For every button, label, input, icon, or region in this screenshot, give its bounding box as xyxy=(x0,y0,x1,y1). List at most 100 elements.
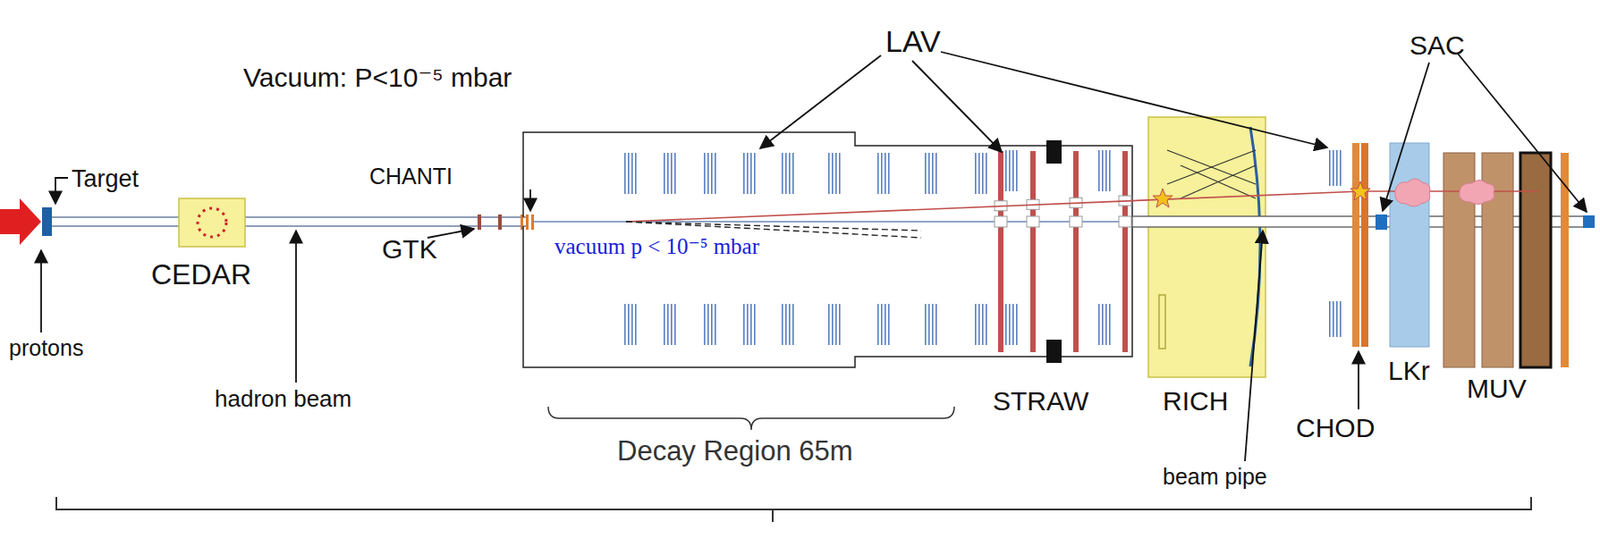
part-name: SAC xyxy=(1409,30,1465,60)
drawing-part xyxy=(1069,216,1083,228)
drawing-part xyxy=(1046,140,1062,164)
drawing-part xyxy=(178,198,246,247)
drawing-part xyxy=(788,304,791,346)
drawing-part xyxy=(928,152,931,195)
drawing-part xyxy=(835,152,838,195)
drawing-part xyxy=(1073,151,1079,353)
drawing-part xyxy=(1459,180,1495,205)
drawing-part xyxy=(1332,150,1335,187)
drawing-part xyxy=(663,152,666,195)
part-name: RICH xyxy=(1162,386,1228,416)
drawing-part xyxy=(1101,150,1104,192)
drawing-part xyxy=(667,304,669,346)
drawing-part xyxy=(985,152,988,195)
drawing-part xyxy=(994,216,1008,228)
drawing-part xyxy=(1015,150,1018,192)
drawing-part xyxy=(978,152,981,195)
drawing-part xyxy=(624,304,627,346)
drawing-part xyxy=(1357,351,1360,410)
drawing-part xyxy=(667,152,669,195)
drawing-part xyxy=(529,189,532,212)
drawing-part xyxy=(498,214,502,230)
drawing-part xyxy=(1339,150,1342,187)
part-name: CHOD xyxy=(1295,413,1375,443)
drawing-part xyxy=(533,220,1133,223)
drawing-part xyxy=(674,152,677,195)
drawing-part xyxy=(743,304,745,346)
drawing-part xyxy=(743,152,745,195)
drawing-part xyxy=(1101,304,1104,346)
drawing-part xyxy=(828,152,830,195)
drawing-part xyxy=(670,152,673,195)
drawing-part xyxy=(831,304,834,346)
drawing-part xyxy=(531,214,534,230)
drawing-part xyxy=(1030,151,1036,353)
drawing-part xyxy=(1350,181,1371,201)
drawing-part xyxy=(838,152,841,195)
drawing-part xyxy=(924,304,927,346)
drawing-part xyxy=(940,51,1328,148)
part-name: MUV xyxy=(1466,373,1527,404)
note: vacuum p < 10⁻⁵ mbar xyxy=(554,234,760,260)
drawing-part xyxy=(1026,216,1040,228)
drawing-part xyxy=(525,214,529,230)
drawing-part xyxy=(912,60,1002,153)
drawing-part xyxy=(831,152,834,195)
drawing-part xyxy=(624,152,627,195)
drawing-part xyxy=(781,152,784,195)
drawing-part xyxy=(884,304,887,346)
drawing-part xyxy=(924,152,927,195)
drawing-part xyxy=(1118,216,1132,228)
drawing-part xyxy=(42,207,52,237)
drawing-part xyxy=(1361,190,1539,193)
drawing-part xyxy=(978,304,981,346)
drawing-part xyxy=(711,304,713,346)
drawing-part xyxy=(1382,62,1430,212)
drawing-part xyxy=(785,304,788,346)
part-name: protons xyxy=(8,336,84,362)
drawing-part xyxy=(974,304,977,346)
drawing-part xyxy=(1329,150,1331,187)
drawing-part xyxy=(888,304,890,346)
drawing-part xyxy=(1005,150,1008,192)
drawing-part xyxy=(707,304,710,346)
drawing-part xyxy=(1329,301,1331,338)
drawing-part xyxy=(746,304,749,346)
drawing-part xyxy=(1105,150,1108,192)
drawing-part xyxy=(792,304,795,346)
note: Vacuum: P<10⁻⁵ mbar xyxy=(243,62,512,93)
drawing-part xyxy=(634,304,637,346)
drawing-part xyxy=(982,152,984,195)
part-name: STRAW xyxy=(992,386,1089,416)
drawing-part xyxy=(1332,301,1335,338)
drawing-part xyxy=(974,152,977,195)
drawing-part xyxy=(788,152,791,195)
drawing-part xyxy=(1008,150,1011,192)
drawing-part xyxy=(982,304,984,346)
drawing-part xyxy=(1122,151,1128,353)
drawing-part xyxy=(40,250,43,333)
drawing-part xyxy=(707,152,710,195)
drawing-part xyxy=(1148,117,1266,378)
drawing-part xyxy=(838,304,841,346)
drawing-part xyxy=(631,152,634,195)
drawing-part xyxy=(627,304,630,346)
drawing-part xyxy=(1180,165,1256,199)
drawing-part xyxy=(1159,295,1166,349)
drawing-part xyxy=(935,304,938,346)
drawing-part xyxy=(477,214,482,230)
drawing-part xyxy=(627,152,630,195)
drawing-part xyxy=(51,216,528,219)
part-name: CEDAR xyxy=(151,259,252,291)
drawing-part xyxy=(877,152,880,195)
drawing-part xyxy=(626,191,1362,222)
drawing-part xyxy=(51,225,528,228)
part-name: CHANTI xyxy=(369,164,453,190)
drawing-part xyxy=(41,51,1587,462)
drawing-part xyxy=(888,152,890,195)
drawing-part xyxy=(880,152,883,195)
drawing-part xyxy=(1098,304,1101,346)
drawing-part xyxy=(746,152,749,195)
drawing-part xyxy=(1105,304,1108,346)
